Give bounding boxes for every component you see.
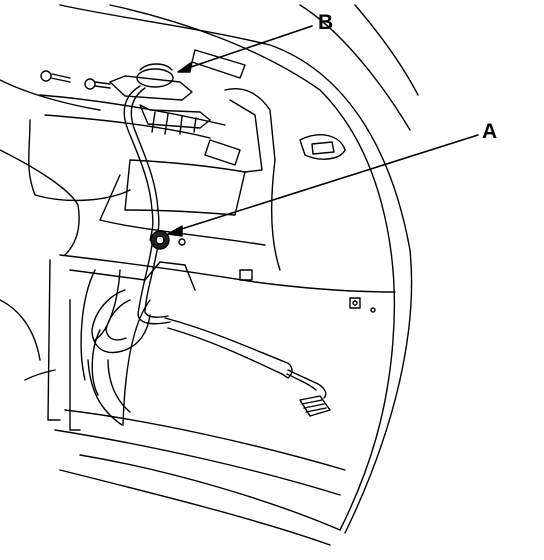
bolt [84, 78, 111, 90]
mounting-bracket [109, 63, 211, 135]
leader-line-b [177, 25, 313, 73]
cable-connector [299, 383, 331, 417]
upper-shelf [28, 49, 281, 271]
cable-clip-a [150, 230, 186, 250]
callout-label-b: B [318, 11, 334, 34]
antenna-cable [123, 85, 171, 325]
callout-label-a: A [482, 120, 498, 143]
cable-sleeve [164, 317, 319, 391]
floor-trim-panel [47, 254, 396, 546]
leader-line-a [167, 134, 479, 237]
body-panel-outline [0, 4, 419, 534]
duct-tube [87, 289, 151, 426]
bolt [40, 70, 71, 83]
side-pocket [239, 134, 376, 313]
